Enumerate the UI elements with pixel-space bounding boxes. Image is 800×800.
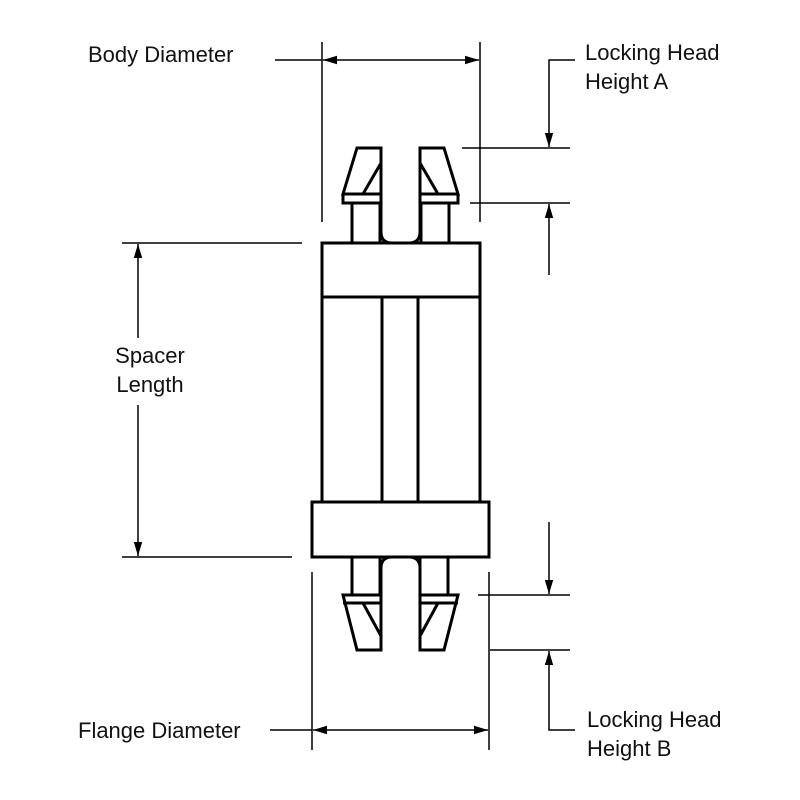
locking-head-b-dimension: Locking Head Height B xyxy=(478,522,722,761)
spacer-length-dimension: Spacer Length xyxy=(115,242,302,558)
locking-head-b-label-line2: Height B xyxy=(587,736,671,761)
flange-diameter-label: Flange Diameter xyxy=(78,718,241,743)
locking-head-b-label-line1: Locking Head xyxy=(587,707,722,732)
spacer-length-label-line1: Spacer xyxy=(115,343,185,368)
flange-diameter-dimension: Flange Diameter xyxy=(78,572,490,750)
top-locking-head xyxy=(340,146,461,245)
spacer-part xyxy=(310,146,491,652)
locking-head-a-label-line1: Locking Head xyxy=(585,40,720,65)
bottom-flange xyxy=(310,500,491,559)
spacer-body xyxy=(320,241,482,504)
locking-head-a-label-line2: Height A xyxy=(585,69,668,94)
locking-head-a-dimension: Locking Head Height A xyxy=(462,40,720,275)
body-diameter-dimension: Body Diameter xyxy=(88,42,481,222)
body-diameter-label: Body Diameter xyxy=(88,42,234,67)
spacer-length-label-line2: Length xyxy=(116,372,183,397)
bottom-locking-head xyxy=(341,555,460,652)
